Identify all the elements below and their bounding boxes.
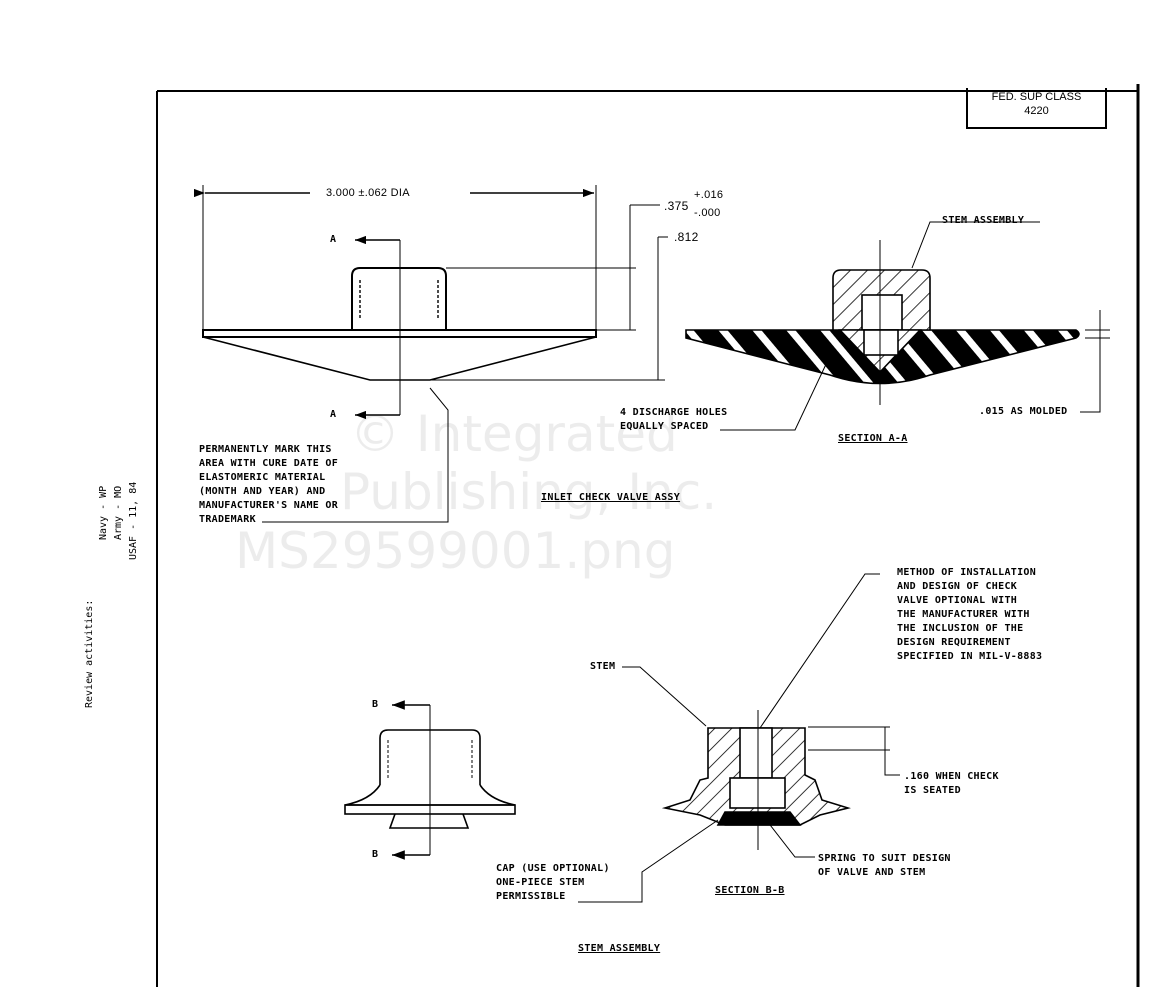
section-marker-b-top: B bbox=[372, 699, 379, 710]
fed-sup-class-label: FED. SUP CLASS bbox=[991, 91, 1082, 103]
tolerance-minus: -.000 bbox=[694, 207, 721, 219]
section-marker-a-top: A bbox=[330, 234, 337, 245]
inlet-valve-caption: INLET CHECK VALVE ASSY bbox=[541, 492, 681, 503]
section-a-a-caption: SECTION A-A bbox=[838, 433, 908, 444]
dimension-812: .812 bbox=[674, 230, 699, 244]
watermark-line-2: Publishing, Inc. bbox=[340, 463, 718, 521]
review-line-usaf: USAF - 11, 84 bbox=[128, 481, 139, 560]
review-line-army: Army - MO bbox=[113, 485, 124, 540]
watermark-line-1: © Integrated bbox=[350, 405, 678, 463]
stem-assembly-caption: STEM ASSEMBLY bbox=[578, 943, 661, 954]
as-molded-note: .015 AS MOLDED bbox=[979, 406, 1068, 417]
section-b-b-drawing bbox=[578, 573, 900, 903]
installation-method-note: METHOD OF INSTALLATION AND DESIGN OF CHE… bbox=[897, 567, 1043, 662]
watermark-line-3: MS29599001.png bbox=[235, 522, 676, 580]
stem-label: STEM bbox=[590, 661, 616, 672]
cap-note: CAP (USE OPTIONAL) ONE-PIECE STEM PERMIS… bbox=[496, 863, 610, 902]
section-b-b-caption: SECTION B-B bbox=[715, 885, 785, 896]
review-heading: Review activities: bbox=[84, 599, 95, 708]
diameter-dimension: 3.000 ±.062 DIA bbox=[320, 186, 416, 200]
section-marker-a-bottom: A bbox=[330, 409, 337, 420]
section-marker-b-bottom: B bbox=[372, 849, 379, 860]
stem-assembly-elevation bbox=[344, 700, 516, 860]
marking-note: PERMANENTLY MARK THIS AREA WITH CURE DAT… bbox=[199, 444, 339, 525]
spring-note: SPRING TO SUIT DESIGN OF VALVE AND STEM bbox=[818, 853, 951, 878]
fed-sup-class-value: 4220 bbox=[1024, 105, 1049, 117]
stem-assembly-label: STEM ASSEMBLY bbox=[942, 215, 1025, 226]
review-line-navy: Navy - WP bbox=[98, 485, 109, 540]
section-a-a-drawing bbox=[685, 221, 1110, 431]
dimension-375: .375 bbox=[664, 199, 689, 213]
sheet-border bbox=[156, 84, 1140, 987]
discharge-holes-note: 4 DISCHARGE HOLES EQUALLY SPACED bbox=[620, 407, 728, 432]
tolerance-plus: +.016 bbox=[694, 189, 724, 201]
inlet-valve-elevation bbox=[193, 185, 668, 523]
fed-sup-class-box: FED. SUP CLASS 4220 bbox=[966, 88, 1107, 129]
seated-dimension-note: .160 WHEN CHECK IS SEATED bbox=[904, 771, 999, 796]
